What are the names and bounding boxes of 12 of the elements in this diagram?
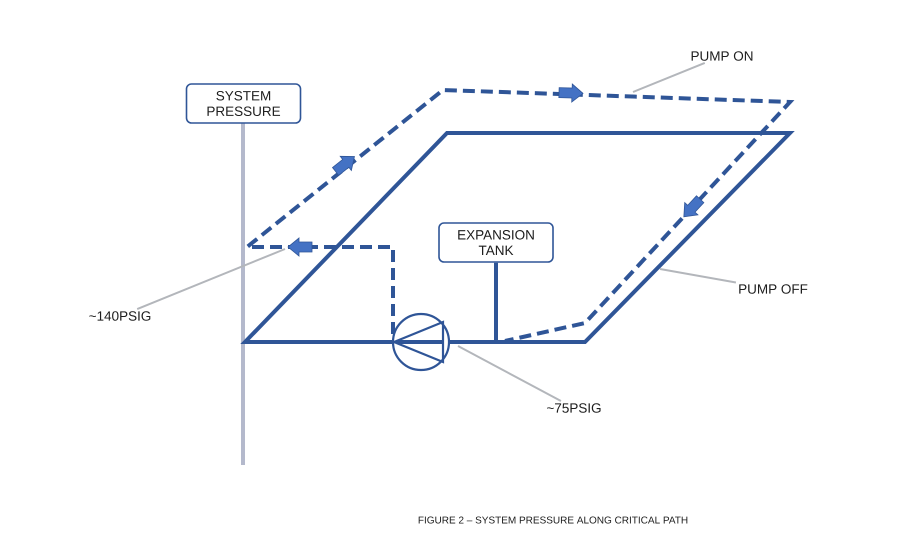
caption: FIGURE 2 – SYSTEM PRESSURE ALONG CRITICAL PATH (418, 516, 688, 524)
pipe (494, 262, 498, 342)
callout-text: PUMP ON (692, 51, 752, 61)
callout-text: ~140PSIG (89, 311, 150, 321)
callout-text: PUMP OFF (739, 284, 808, 294)
callout-text: ~75PSIG (547, 403, 601, 413)
leader-line (136, 248, 286, 310)
leader-line (458, 345, 562, 402)
leader-line (660, 268, 736, 284)
leader-line (632, 62, 706, 93)
label-box: SYSTEM PRESSURE (186, 83, 302, 124)
label-box: EXPANSION TANK (438, 222, 554, 263)
